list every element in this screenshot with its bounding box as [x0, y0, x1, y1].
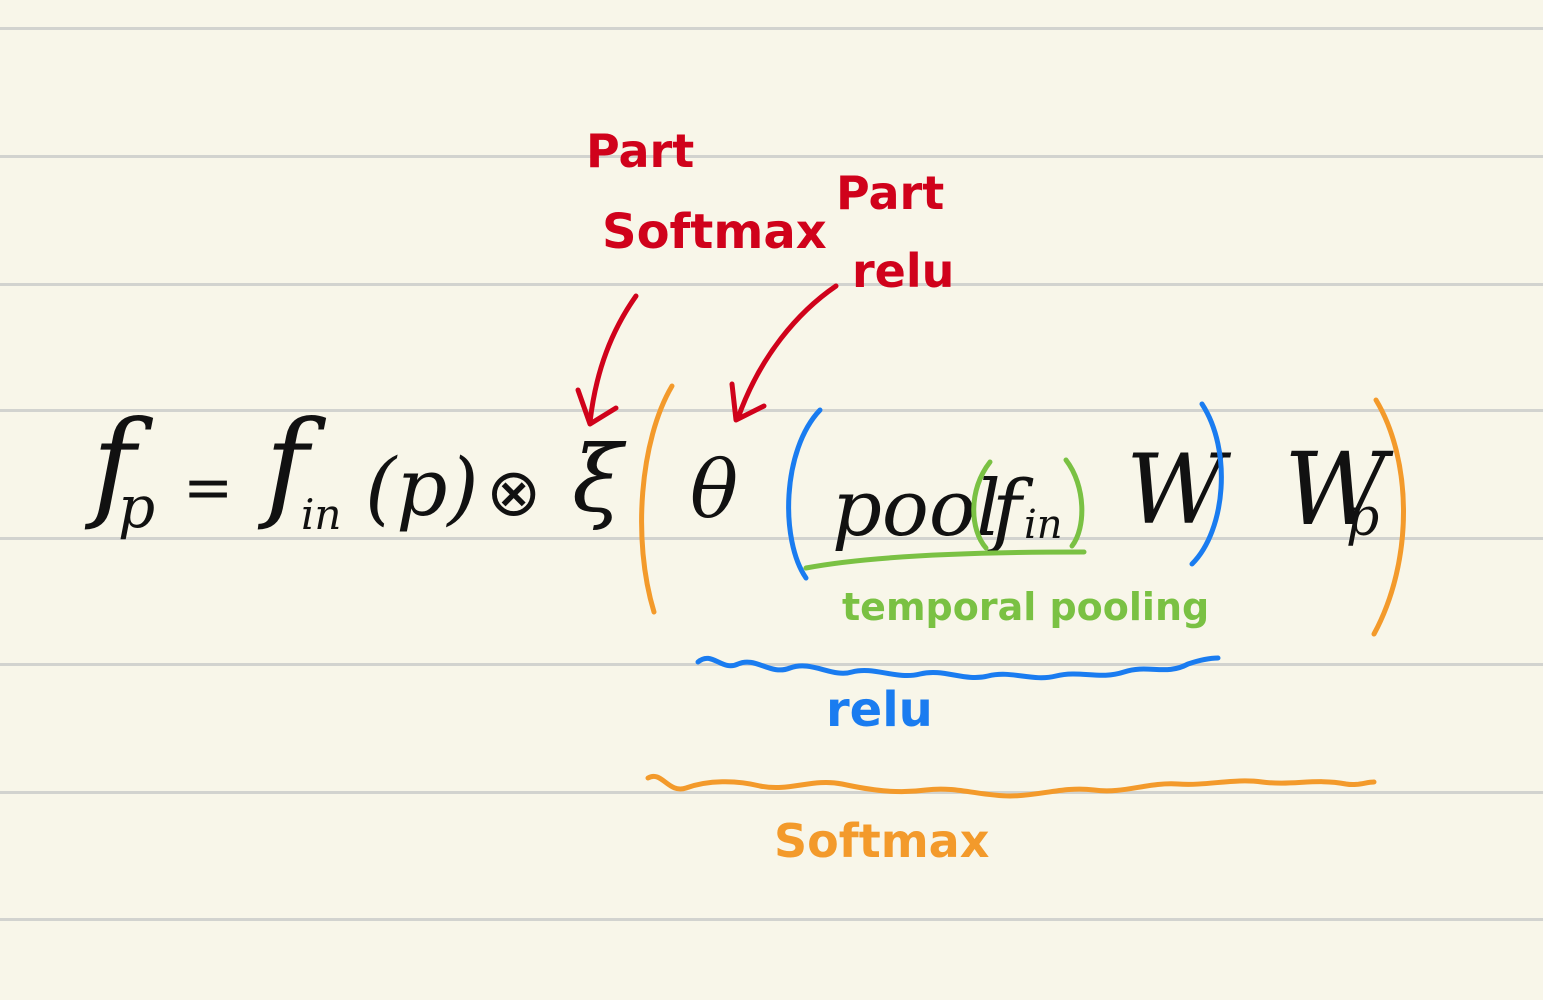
- lhs-f: f: [92, 395, 136, 533]
- theta-symbol: θ: [690, 443, 739, 536]
- part-softmax-label-line2: Softmax: [602, 204, 827, 260]
- otimes-operator: ⊗: [486, 454, 542, 531]
- relu-label: relu: [826, 682, 933, 738]
- rule-line: [0, 155, 1543, 158]
- part-relu-arrowhead: [729, 381, 767, 423]
- weight-W: W: [1126, 434, 1225, 546]
- orange-left-paren: [639, 383, 675, 615]
- part-relu-label-line2: relu: [852, 244, 955, 298]
- rule-line: [0, 663, 1543, 666]
- temporal-pooling-label: temporal pooling: [842, 585, 1210, 629]
- part-relu-arrow: [735, 283, 839, 421]
- softmax-label: Softmax: [774, 814, 990, 868]
- part-softmax-label-line1: Part: [586, 124, 695, 178]
- xi-symbol: ξ: [572, 426, 623, 533]
- part-softmax-arrow: [587, 293, 639, 425]
- equals-sign: =: [183, 453, 234, 523]
- fin-arg-p: (p): [365, 441, 479, 534]
- rule-line: [0, 791, 1543, 794]
- lhs-sub-p: p: [118, 473, 156, 541]
- rule-line: [0, 409, 1543, 412]
- weight-Wp: W: [1284, 431, 1387, 548]
- part-softmax-arrowhead: [575, 387, 619, 427]
- part-relu-label-line1: Part: [836, 166, 945, 220]
- rule-line: [0, 918, 1543, 921]
- fin-sub-in: in: [301, 490, 342, 539]
- pool-arg-sub-in: in: [1024, 502, 1063, 548]
- pool-word: pool: [832, 464, 1001, 554]
- weight-Wp-sub-p: p: [1346, 488, 1380, 548]
- relu-wavy-underline: [695, 655, 1221, 681]
- temporal-pooling-underline: [803, 549, 1087, 571]
- green-right-paren: [1063, 457, 1085, 549]
- fin-f: f: [265, 395, 309, 533]
- pool-arg-f: f: [992, 463, 1022, 556]
- blue-left-paren: [786, 407, 823, 581]
- rule-line: [0, 27, 1543, 30]
- rule-line: [0, 283, 1543, 286]
- rule-line: [0, 537, 1543, 540]
